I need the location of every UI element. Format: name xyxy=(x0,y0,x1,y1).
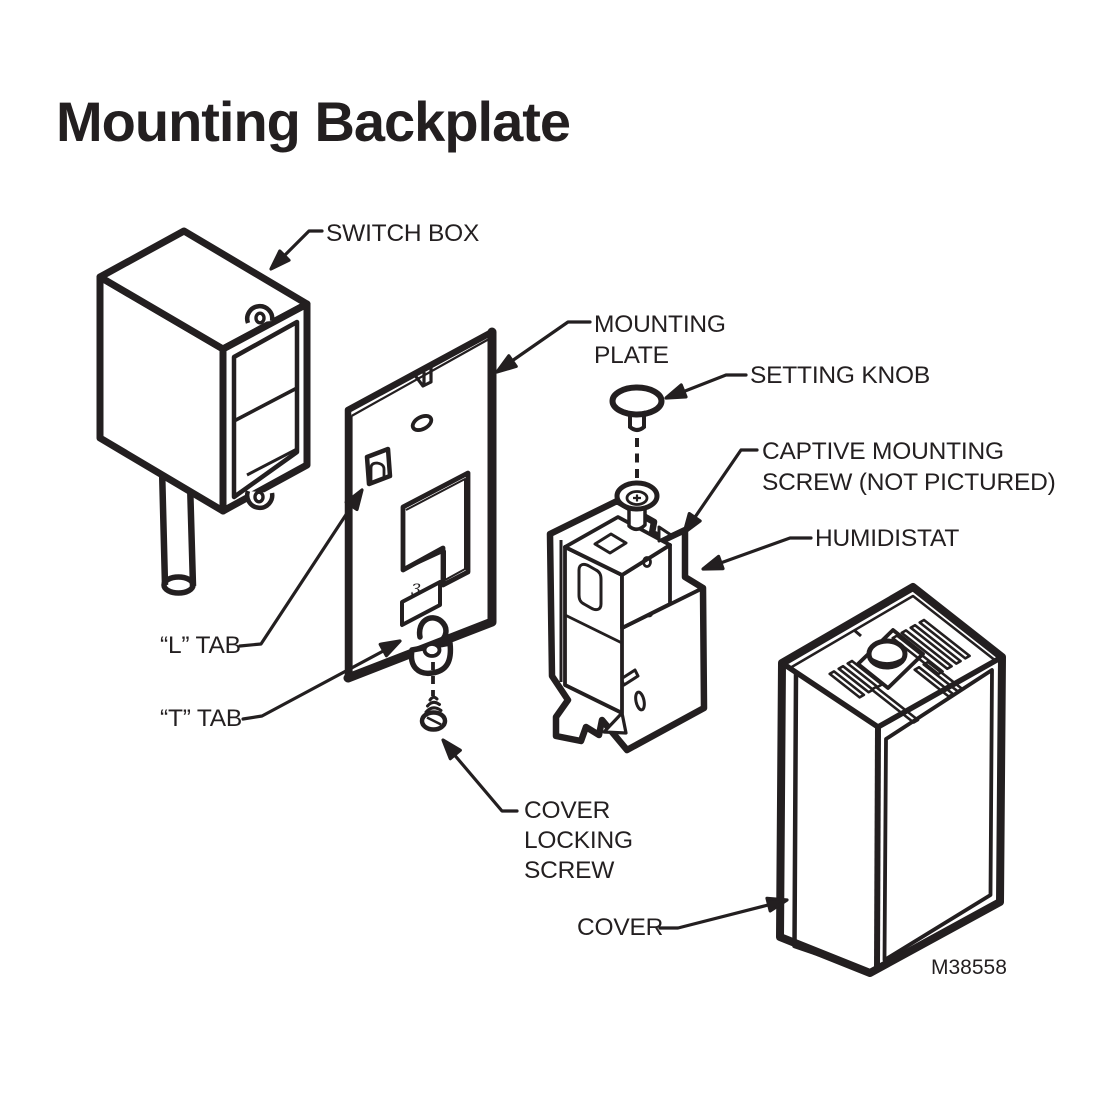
cover-locking-screw-drawing xyxy=(419,662,448,732)
arrowhead xyxy=(765,896,789,913)
page-title: Mounting Backplate xyxy=(56,90,571,153)
arrowhead xyxy=(664,383,688,400)
label-l-tab: “L” TAB xyxy=(160,632,241,659)
l-tab-feature xyxy=(364,446,393,487)
switch-box-drawing xyxy=(96,227,311,596)
arrowhead xyxy=(344,488,364,512)
plate-top-tab xyxy=(412,367,433,388)
arrowhead xyxy=(701,554,725,571)
mounting-plate-leader xyxy=(495,320,592,374)
arrowhead xyxy=(441,738,462,761)
figure-reference: M38558 xyxy=(931,956,1007,979)
arrowhead xyxy=(495,354,518,374)
arrowhead xyxy=(378,639,402,658)
l-tab-leader xyxy=(238,488,364,648)
humidistat-drawing xyxy=(546,480,708,754)
plate-position-marking: 3 xyxy=(411,580,421,599)
t-tab-leader xyxy=(241,639,402,721)
t-tab-feature xyxy=(408,615,454,677)
cover-leader xyxy=(658,896,789,930)
cover-vent-slats xyxy=(828,618,971,724)
label-captive-mounting-screw: CAPTIVE MOUNTING SCREW (NOT PICTURED) xyxy=(762,438,1056,496)
label-t-tab: “T” TAB xyxy=(160,705,243,732)
captive-screw-leader xyxy=(682,448,759,535)
label-switch-box: SWITCH BOX xyxy=(326,220,480,247)
label-cover: COVER xyxy=(577,914,664,941)
cover-drawing xyxy=(776,583,1006,977)
setting-knob-leader xyxy=(664,373,748,400)
arrowhead xyxy=(682,511,702,535)
label-humidistat: HUMIDISTAT xyxy=(815,525,960,552)
humidistat-leader xyxy=(701,536,813,571)
arrowhead xyxy=(269,249,291,271)
label-mounting-plate: MOUNTING PLATE xyxy=(594,311,726,369)
mounting-plate-drawing: 3 xyxy=(343,327,497,683)
switch-box-leader xyxy=(269,229,324,271)
cover-front-panel-border xyxy=(882,668,994,962)
cover-locking-screw-leader xyxy=(441,738,519,813)
label-cover-locking-screw: COVER LOCKING SCREW xyxy=(524,797,633,884)
setting-knob-drawing xyxy=(609,384,665,479)
humidistat-screw xyxy=(614,480,660,531)
label-setting-knob: SETTING KNOB xyxy=(750,362,931,389)
